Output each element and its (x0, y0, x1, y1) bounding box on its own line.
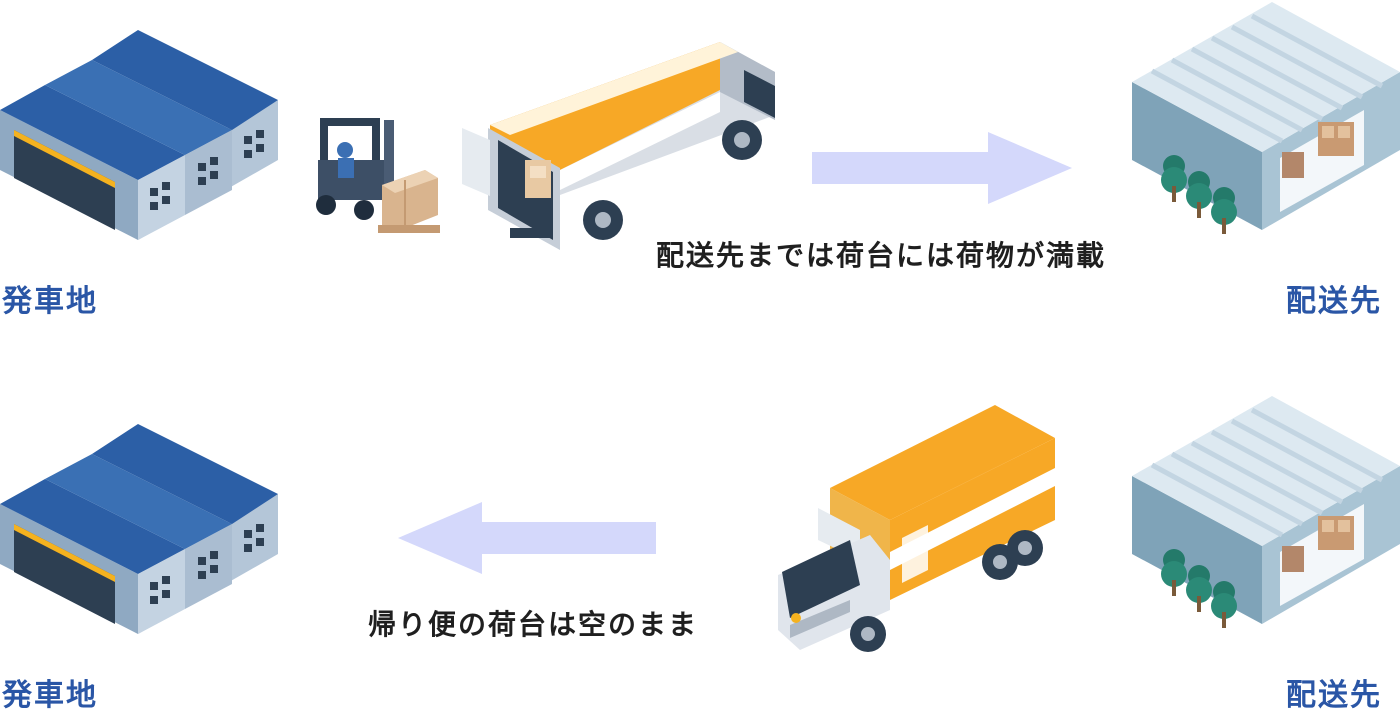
warehouse-icon (1132, 2, 1400, 234)
destination-label-top: 配送先 (1286, 284, 1382, 319)
return-caption: 帰り便の荷台は空のまま (368, 608, 699, 641)
truck-loaded-icon (462, 42, 775, 250)
factory-icon (0, 30, 278, 240)
arrow-right-icon (812, 132, 1072, 204)
forklift-icon (316, 118, 440, 233)
origin-label-top: 発車地 (2, 284, 98, 319)
outbound-caption: 配送先までは荷台には荷物が満載 (656, 239, 1107, 272)
warehouse-icon (1132, 396, 1400, 628)
arrow-left-icon (398, 502, 656, 574)
destination-label-bottom: 配送先 (1286, 678, 1382, 713)
truck-empty-icon (778, 405, 1055, 652)
origin-label-bottom: 発車地 (2, 678, 98, 713)
factory-icon (0, 424, 278, 634)
